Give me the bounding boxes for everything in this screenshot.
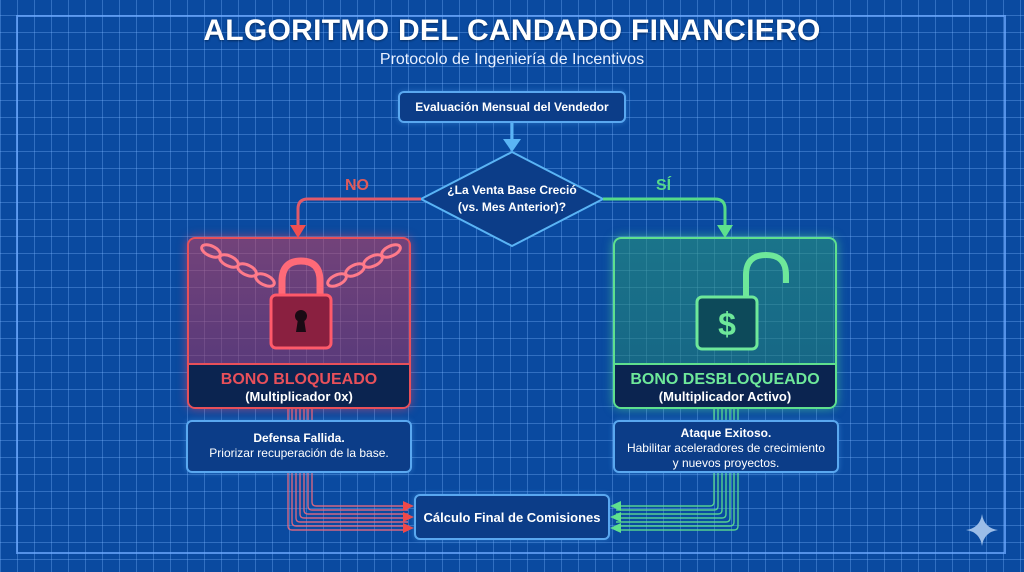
card-label-bar: BONO DESBLOQUEADO (Multiplicador Activo) [615, 363, 835, 407]
bono-desbloqueado-card: $ BONO DESBLOQUEADO (Multiplicador Activ… [613, 237, 837, 409]
bono-desbloqueado-title: BONO DESBLOQUEADO [630, 371, 820, 388]
decision-line-1: ¿La Venta Base Creció [447, 183, 577, 197]
defensa-fallida-note: Defensa Fallida. Priorizar recuperación … [186, 420, 412, 473]
arrow-right-icon [403, 501, 414, 511]
sparkle-icon [966, 514, 998, 546]
multiplicador-activo: (Multiplicador Activo) [658, 389, 792, 404]
note-title: Defensa Fallida. [253, 431, 345, 445]
arrow-left-icon [610, 523, 621, 533]
arrow-left-icon [610, 501, 621, 511]
bono-bloqueado-card: BONO BLOQUEADO (Multiplicador 0x) [187, 237, 411, 409]
decision-line-2: (vs. Mes Anterior)? [457, 200, 567, 214]
decision-question: ¿La Venta Base Creció (vs. Mes Anterior)… [428, 182, 596, 216]
arrow-right-icon [403, 523, 414, 533]
note-text-line-1: Habilitar aceleradores de crecimiento [626, 441, 826, 455]
final-node: Cálculo Final de Comisiones [414, 494, 610, 540]
decision-diamond [418, 150, 606, 248]
locked-padlock-with-chains-icon [200, 243, 402, 350]
branch-yes-label: SÍ [656, 177, 672, 194]
arrow-down-icon [503, 139, 521, 152]
multiplicador-0x: (Multiplicador 0x) [245, 389, 353, 404]
note-text-line-2: y nuevos proyectos. [672, 456, 780, 470]
arrow-right-icon [403, 512, 414, 522]
start-node: Evaluación Mensual del Vendedor [398, 91, 626, 123]
bono-bloqueado-title: BONO BLOQUEADO [220, 371, 378, 388]
svg-text:$: $ [718, 306, 736, 342]
note-text: Priorizar recuperación de la base. [209, 446, 389, 460]
start-node-label: Evaluación Mensual del Vendedor [415, 100, 609, 114]
arrow-down-icon [290, 225, 306, 238]
arrow-down-icon [717, 225, 733, 238]
ataque-exitoso-note: Ataque Exitoso. Habilitar aceleradores d… [613, 420, 839, 473]
card-label-bar: BONO BLOQUEADO (Multiplicador 0x) [189, 363, 409, 407]
page-subtitle: Protocolo de Ingeniería de Incentivos [379, 51, 645, 68]
arrow-left-icon [610, 512, 621, 522]
note-title: Ataque Exitoso. [680, 426, 772, 440]
branch-no-label: NO [345, 177, 369, 194]
final-node-label: Cálculo Final de Comisiones [423, 509, 601, 525]
unlocked-padlock-dollar-icon: $ [695, 251, 789, 351]
page-title: ALGORITMO DEL CANDADO FINANCIERO [203, 14, 821, 47]
